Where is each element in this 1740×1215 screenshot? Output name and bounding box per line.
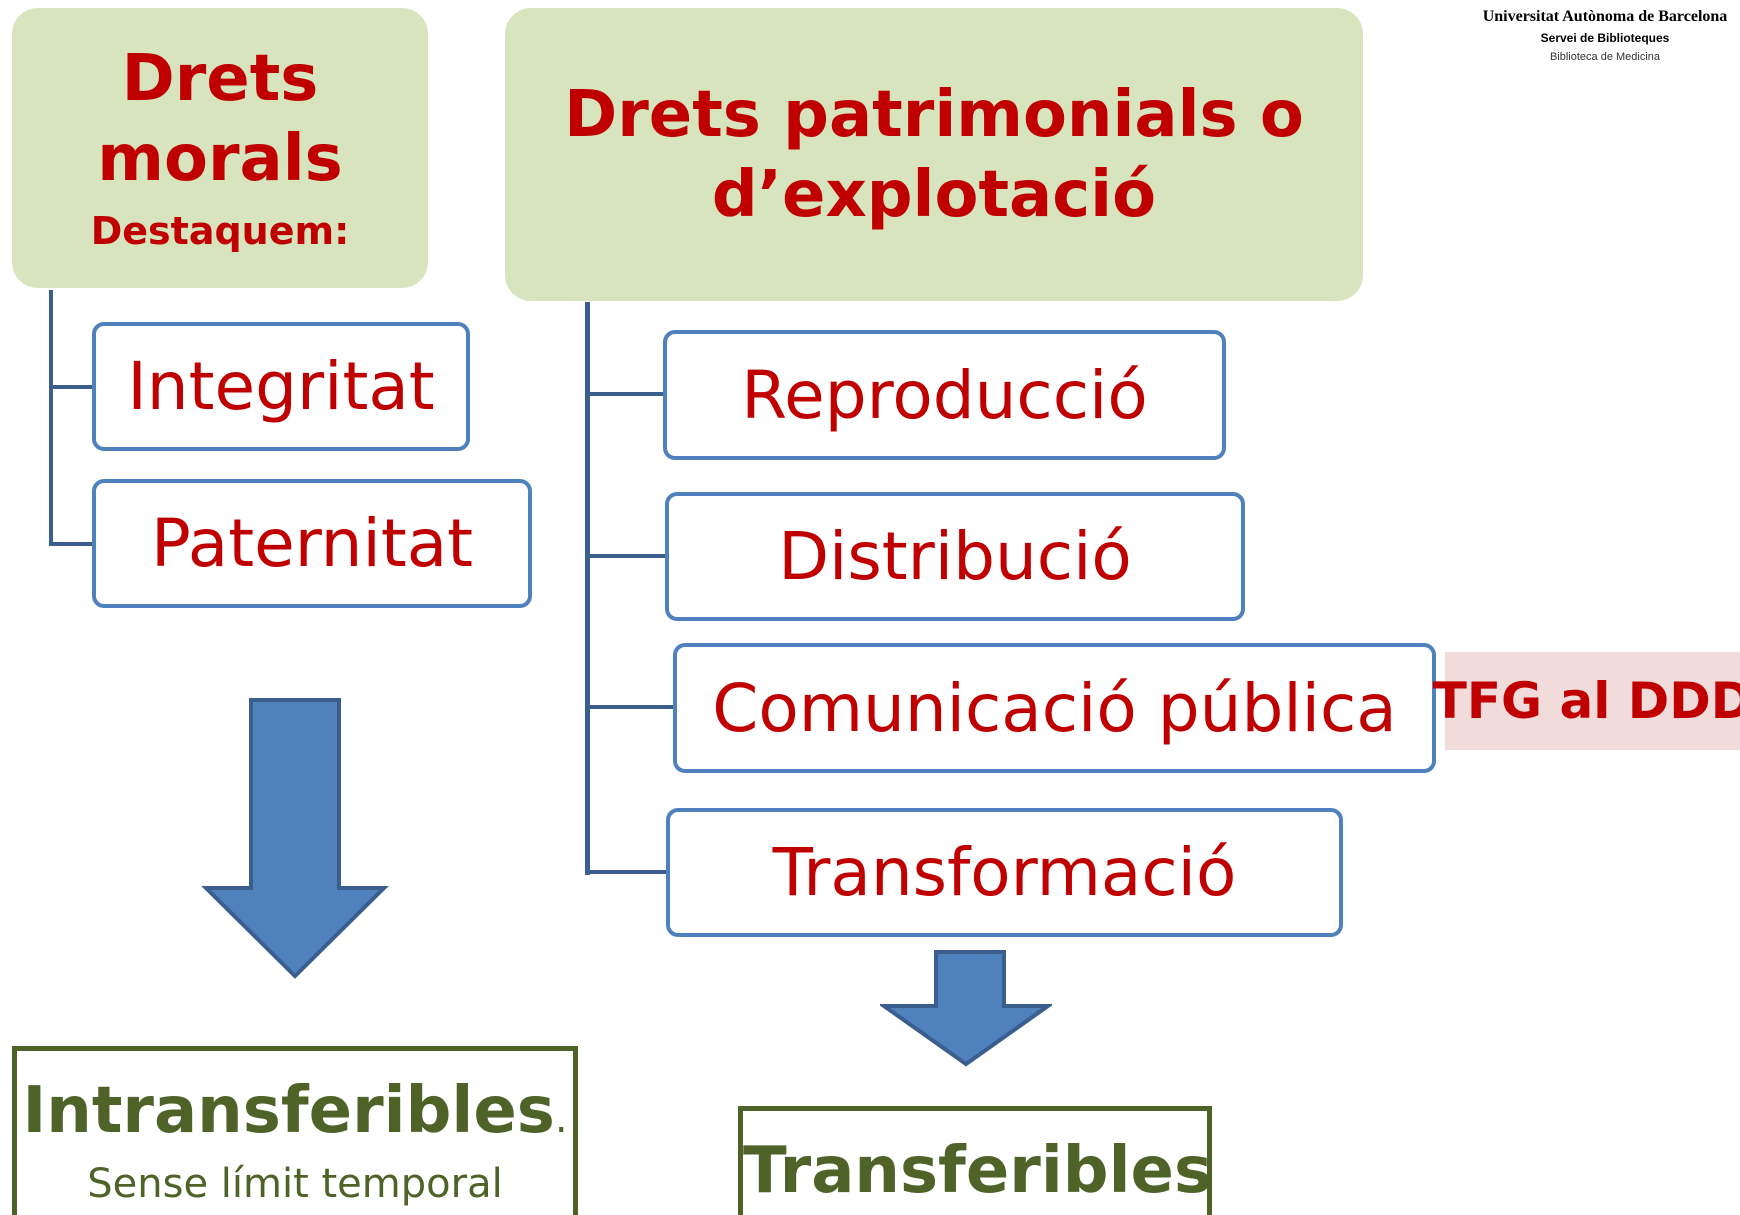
moral-connector-branch-2 bbox=[49, 542, 94, 546]
moral-item-integritat: Integritat bbox=[92, 322, 470, 451]
patrimonial-title-line1: Drets patrimonials o bbox=[564, 77, 1304, 152]
patrimonial-rights-header: Drets patrimonials o d’explotació bbox=[505, 8, 1363, 301]
moral-result-subtitle: Sense límit temporal bbox=[87, 1161, 503, 1207]
patrimonial-connector-vertical bbox=[585, 302, 590, 875]
uab-logo: Universitat Autònoma de Barcelona Servei… bbox=[1470, 6, 1740, 76]
logo-service-name: Servei de Biblioteques bbox=[1540, 31, 1670, 45]
moral-connector-branch-1 bbox=[49, 385, 94, 389]
moral-item-paternitat: Paternitat bbox=[92, 479, 532, 608]
patrimonial-connector-branch-2 bbox=[585, 554, 667, 558]
patrimonial-item-label: Distribució bbox=[778, 518, 1132, 595]
patrimonial-item-label: Reproducció bbox=[741, 356, 1148, 434]
patrimonial-result-box: Transferibles bbox=[738, 1106, 1212, 1215]
tfg-ddd-note-text: TFG al DDD bbox=[1432, 672, 1740, 730]
moral-subtitle: Destaquem: bbox=[90, 209, 350, 253]
tfg-ddd-note: TFG al DDD bbox=[1433, 652, 1740, 750]
moral-connector-vertical bbox=[49, 290, 53, 546]
patrimonial-result-title: Transferibles bbox=[743, 1134, 1213, 1208]
moral-item-label: Paternitat bbox=[150, 505, 474, 582]
patrimonial-item-distribucio: Distribució bbox=[665, 492, 1245, 621]
moral-result-title-row: Intransferibles. bbox=[17, 1071, 573, 1159]
patrimonial-item-comunicacio-publica: Comunicació pública bbox=[673, 643, 1436, 773]
moral-down-arrow-icon bbox=[201, 698, 389, 979]
logo-library-name: Biblioteca de Medicina bbox=[1549, 51, 1661, 63]
patrimonial-title-line2: d’explotació bbox=[711, 157, 1157, 232]
moral-title-line1: Drets bbox=[121, 42, 319, 116]
patrimonial-down-arrow-icon bbox=[880, 950, 1052, 1067]
moral-title-line2: morals bbox=[97, 122, 343, 196]
patrimonial-connector-branch-1 bbox=[585, 392, 665, 396]
moral-result-box: Intransferibles. Sense límit temporal bbox=[12, 1046, 578, 1215]
patrimonial-connector-branch-3 bbox=[585, 705, 675, 709]
moral-item-label: Integritat bbox=[127, 348, 435, 425]
patrimonial-item-label: Comunicació pública bbox=[712, 669, 1397, 747]
moral-rights-header: Drets morals Destaquem: bbox=[12, 8, 428, 288]
logo-university-name: Universitat Autònoma de Barcelona bbox=[1482, 8, 1728, 25]
moral-result-punct: . bbox=[554, 1096, 568, 1142]
patrimonial-connector-branch-4 bbox=[585, 870, 667, 874]
patrimonial-item-transformacio: Transformació bbox=[666, 808, 1343, 937]
patrimonial-item-reproduccio: Reproducció bbox=[663, 330, 1226, 460]
patrimonial-item-label: Transformació bbox=[772, 834, 1237, 911]
moral-result-title: Intransferibles bbox=[22, 1074, 555, 1148]
